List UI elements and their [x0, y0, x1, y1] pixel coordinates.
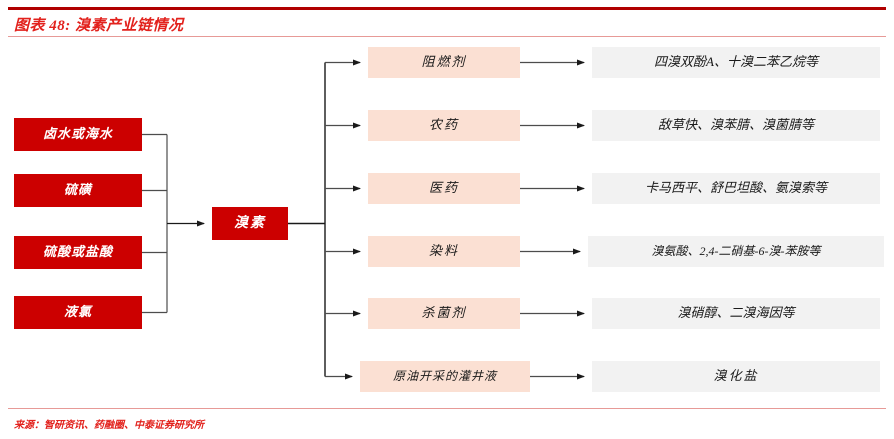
application-box-4: 杀菌剂 — [368, 298, 520, 329]
input-box-2: 硫酸或盐酸 — [14, 236, 142, 269]
input-box-3: 液氯 — [14, 296, 142, 329]
input-box-1: 硫磺 — [14, 174, 142, 207]
application-box-3: 染料 — [368, 236, 520, 267]
page-title: 图表 48: 溴素产业链情况 — [14, 18, 184, 34]
input-box-0: 卤水或海水 — [14, 118, 142, 151]
header-top-rule — [8, 7, 886, 10]
application-box-0: 阻燃剂 — [368, 47, 520, 78]
application-box-1: 农药 — [368, 110, 520, 141]
header-bottom-rule — [8, 36, 886, 37]
application-box-5: 原油开采的灌井液 — [360, 361, 530, 392]
product-box-2: 卡马西平、舒巴坦酸、氨溴索等 — [592, 173, 880, 204]
product-box-0: 四溴双酚A、十溴二苯乙烷等 — [592, 47, 880, 78]
product-box-1: 敌草快、溴苯腈、溴菌腈等 — [592, 110, 880, 141]
source-note: 来源：智研资讯、药融圈、中泰证券研究所 — [14, 420, 204, 431]
footer-rule — [8, 408, 886, 409]
hub-box-bromine: 溴素 — [212, 207, 288, 240]
application-box-2: 医药 — [368, 173, 520, 204]
product-box-5: 溴化盐 — [592, 361, 880, 392]
product-box-4: 溴硝醇、二溴海因等 — [592, 298, 880, 329]
product-box-3: 溴氨酸、2,4-二硝基-6-溴-苯胺等 — [588, 236, 884, 267]
